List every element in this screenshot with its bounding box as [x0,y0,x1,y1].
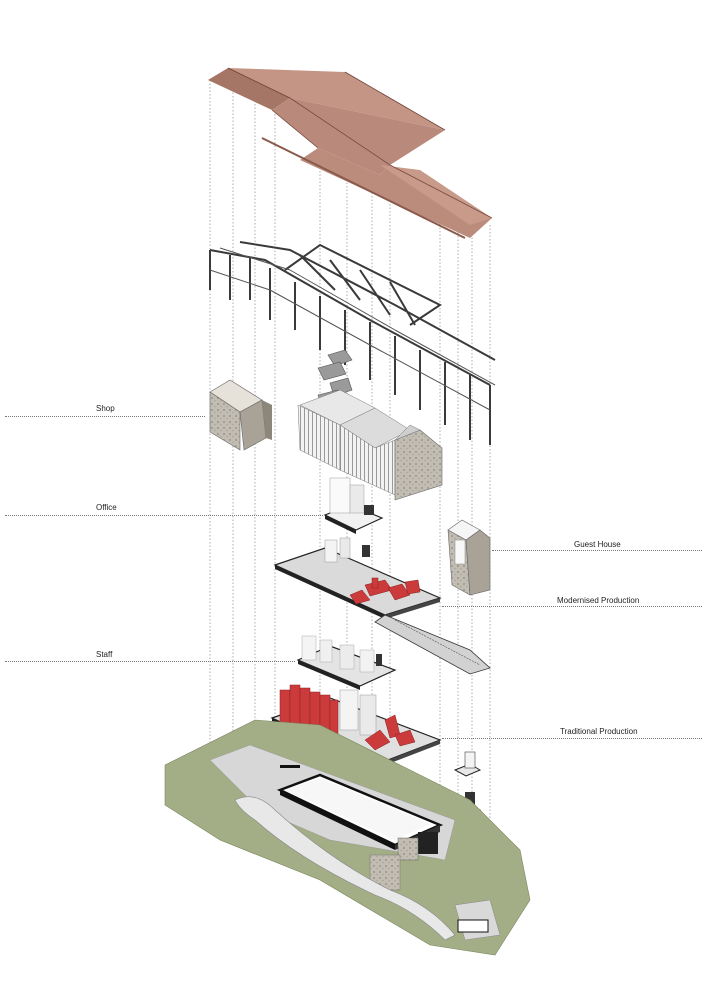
staff-label: Staff [96,650,113,659]
office-level [323,477,384,534]
traditional-production-leader-line [442,738,702,739]
modernised-production-label: Modernised Production [557,596,640,605]
modernised-machinery [349,577,421,605]
shop-building [209,379,272,451]
guest-house-leader-line [492,550,702,551]
office-label: Office [96,503,117,512]
shop-leader-line [5,416,205,417]
traditional-production-label: Traditional Production [560,727,638,736]
guest-house [447,519,491,596]
clad-building [297,389,443,501]
frame-bracing [209,247,496,411]
guest-house-label: Guest House [574,540,621,549]
site-ground [164,719,531,956]
office-leader-line [5,515,323,516]
steel-frame [209,241,496,445]
staff-leader-line [5,661,295,662]
modernised-production-leader-line [442,606,702,607]
shop-label: Shop [96,404,115,413]
staff-level [296,635,397,690]
roof [208,67,493,239]
